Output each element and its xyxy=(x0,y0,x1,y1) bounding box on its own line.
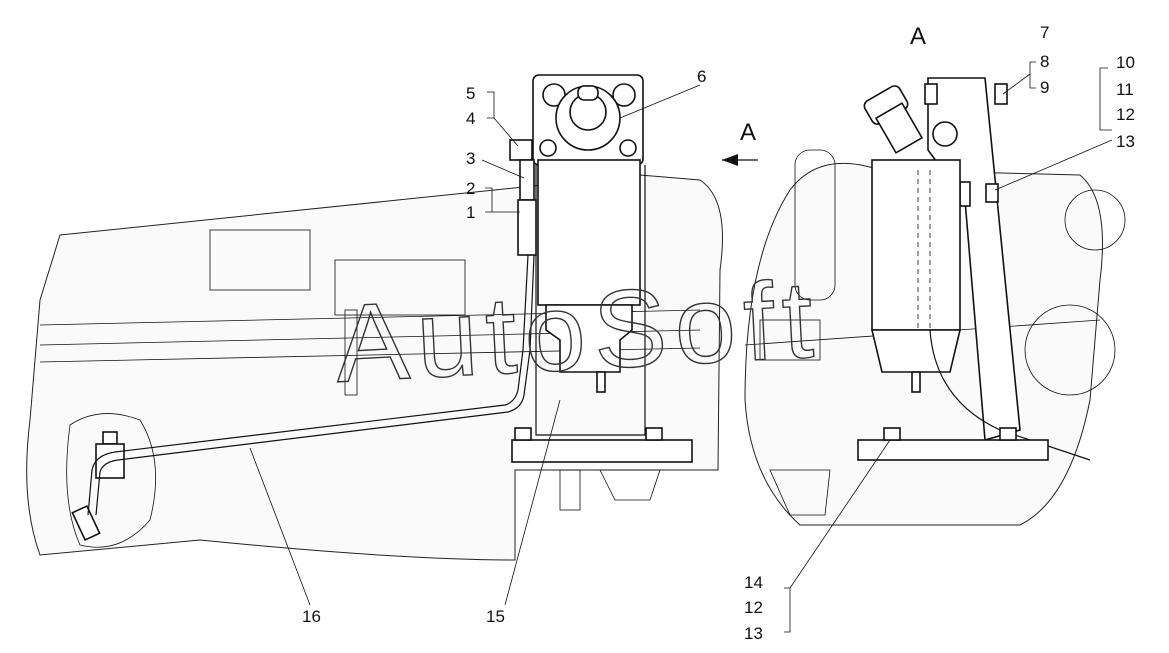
callout-15: 15 xyxy=(486,607,505,626)
pipe-fitting xyxy=(71,504,101,542)
base-bolt xyxy=(883,427,901,441)
base-bolt xyxy=(514,427,532,441)
bolt-head xyxy=(619,139,637,157)
callout-12: 12 xyxy=(1116,105,1135,124)
fuel-pipe-inner xyxy=(95,254,535,516)
left-view xyxy=(26,74,723,561)
bolt xyxy=(994,83,1008,105)
bolt xyxy=(959,181,971,207)
mount-eye xyxy=(932,121,958,147)
callout-10: 10 xyxy=(1116,53,1135,72)
watermark: AutoSoft xyxy=(332,258,824,406)
callout-14: 14 xyxy=(744,573,763,592)
bolt-head xyxy=(612,83,636,107)
base-bolt xyxy=(999,427,1017,441)
fuel-pipe xyxy=(87,254,529,516)
view-title: A xyxy=(910,23,926,50)
bolt xyxy=(924,83,938,105)
hose-upper xyxy=(519,159,535,201)
filter-bowl xyxy=(870,329,962,373)
base-bolt xyxy=(645,427,663,441)
lower-hopper xyxy=(599,469,661,501)
callout-3: 3 xyxy=(466,149,475,168)
callout-13-lower: 13 xyxy=(744,624,763,643)
callout-7: 7 xyxy=(1040,23,1049,42)
section-arrow-label: A xyxy=(740,119,756,146)
primer-pump-body xyxy=(874,102,924,154)
stand-base xyxy=(857,439,1049,461)
callout-9: 9 xyxy=(1040,78,1049,97)
bolt-head xyxy=(539,139,557,157)
callout-6: 6 xyxy=(697,67,706,86)
right-view: A xyxy=(744,23,1126,526)
fittings xyxy=(759,319,821,361)
callout-8: 8 xyxy=(1040,52,1049,71)
callout-1: 1 xyxy=(466,203,475,222)
bolt xyxy=(985,183,999,203)
lower-housing xyxy=(559,469,581,511)
valve-inset-outline xyxy=(66,413,157,548)
stand-base xyxy=(511,439,693,463)
leader-lines xyxy=(249,61,1113,633)
callout-12-lower: 12 xyxy=(744,598,763,617)
engine-block xyxy=(209,229,311,291)
primer-pump-knob xyxy=(577,85,599,101)
pulley xyxy=(1024,304,1116,396)
intake-pipe xyxy=(794,149,836,301)
callout-2: 2 xyxy=(466,179,475,198)
valve-body xyxy=(95,443,125,479)
section-arrow: A xyxy=(722,119,758,166)
filter-bowl xyxy=(545,304,633,373)
callout-5: 5 xyxy=(466,84,475,103)
engine-block xyxy=(334,259,466,316)
callout-11: 11 xyxy=(1116,80,1134,99)
drain-plug xyxy=(911,371,921,393)
fuel-pipe xyxy=(929,329,1091,461)
callout-16: 16 xyxy=(302,607,321,626)
callout-13: 13 xyxy=(1116,132,1135,151)
banjo-bolt xyxy=(509,139,533,161)
mounting-stand xyxy=(535,165,646,436)
callout-labels: 5 4 3 2 1 6 7 8 9 10 11 12 13 14 12 13 1… xyxy=(302,23,1135,643)
hose-sleeve xyxy=(517,199,537,256)
pulley xyxy=(1064,189,1126,251)
drain-plug xyxy=(596,371,606,393)
lower-hopper xyxy=(769,469,831,516)
callout-4: 4 xyxy=(466,109,475,128)
bracket xyxy=(344,309,358,396)
valve-handle xyxy=(102,431,118,445)
filter-canister xyxy=(871,159,961,331)
